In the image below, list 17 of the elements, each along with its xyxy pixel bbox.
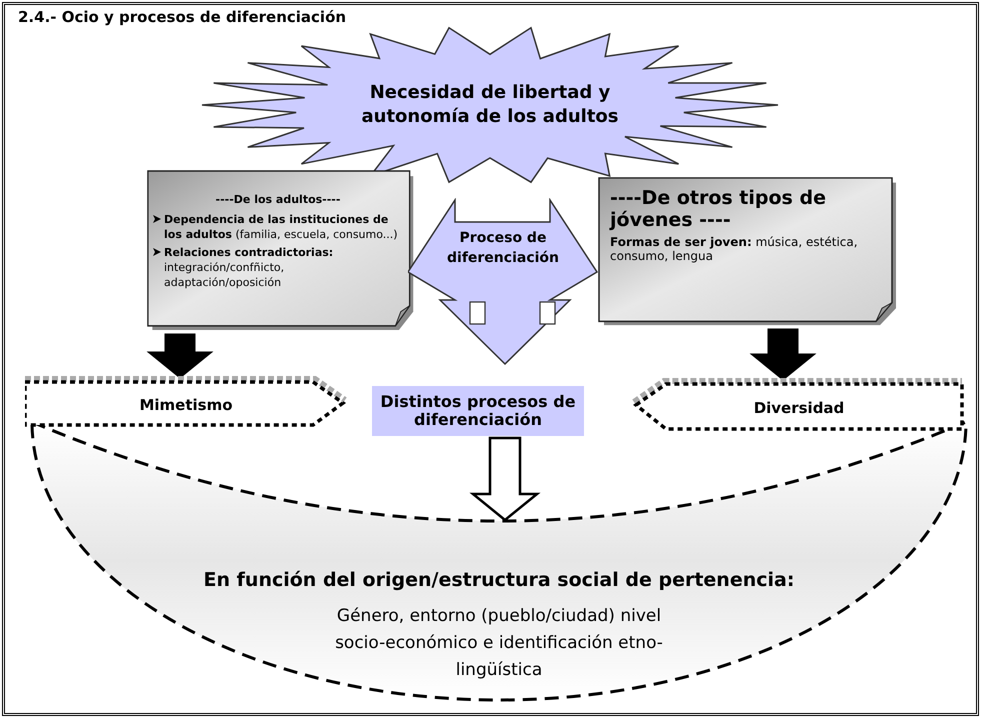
bullet-text: Dependencia de las instituciones de los adultos (familia, escuela, consumo...) bbox=[164, 212, 399, 242]
bowl-text: Género, entorno (pueblo/ciudad) nivel socio-económico e identificación etno-lingüística bbox=[334, 604, 664, 682]
note-text: Formas de ser joven: música, estética, consumo, lengua bbox=[610, 235, 859, 263]
block-arrow bbox=[146, 334, 214, 379]
title: 2.4.- Ocio y procesos de diferenciación bbox=[18, 7, 346, 28]
block-arrow bbox=[469, 436, 541, 522]
bullet-text: Relaciones contradictorias: integración/confñicto, adaptación/oposición bbox=[164, 244, 334, 290]
box-label: Distintos procesos de diferenciación bbox=[379, 393, 577, 429]
block-arrow bbox=[750, 328, 816, 381]
band-label: Diversidad bbox=[754, 398, 844, 419]
note-heading: ----De otros tipos de jóvenes ---- bbox=[610, 187, 827, 231]
starburst-text: Necesidad de libertad y autonomía de los adultos bbox=[360, 81, 620, 129]
band-label: Mimetismo bbox=[139, 394, 233, 416]
arrow-label: Proceso de diferenciación bbox=[446, 229, 560, 268]
bowl-heading: En función del origen/estructura social de pertenencia: bbox=[204, 568, 794, 593]
label-box bbox=[372, 386, 584, 436]
note-heading: ----De los adultos---- bbox=[214, 192, 342, 208]
